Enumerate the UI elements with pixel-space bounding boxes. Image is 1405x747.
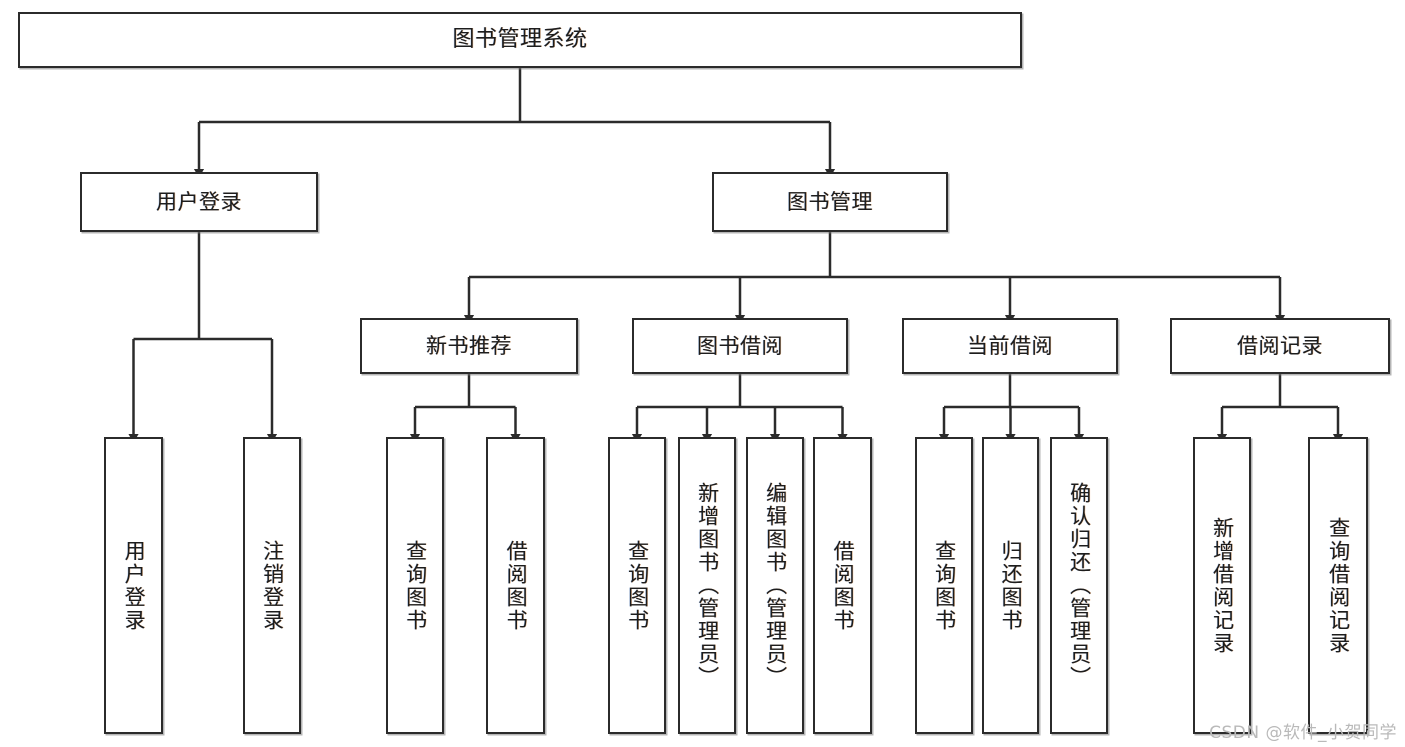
node-label: 查询图书: [625, 539, 650, 632]
node-l-add[interactable]: 新增图书（管理员）: [678, 437, 736, 734]
node-l-edit[interactable]: 编辑图书（管理员）: [746, 437, 804, 734]
node-label: 新增借阅记录: [1210, 516, 1235, 655]
node-l-addrec[interactable]: 新增借阅记录: [1193, 437, 1251, 734]
node-label: 归还图书: [999, 539, 1024, 632]
node-l-q2[interactable]: 查询图书: [608, 437, 666, 734]
node-records[interactable]: 借阅记录: [1170, 318, 1390, 374]
node-label: 查询借阅记录: [1326, 516, 1351, 655]
node-label: 借阅记录: [1237, 333, 1323, 358]
node-l-b2[interactable]: 借阅图书: [813, 437, 872, 734]
node-l-login[interactable]: 用户登录: [104, 437, 163, 734]
node-label: 新书推荐: [426, 333, 512, 358]
node-l-q1[interactable]: 查询图书: [386, 437, 444, 734]
node-label: 图书管理: [787, 189, 873, 214]
node-l-confirm[interactable]: 确认归还（管理员）: [1050, 437, 1108, 734]
node-label: 用户登录: [156, 189, 242, 214]
node-borrow[interactable]: 图书借阅: [632, 318, 848, 374]
watermark-label: CSDN @软件_小贺同学: [1209, 723, 1397, 743]
node-label: 查询图书: [403, 539, 428, 632]
node-label: 确认归还（管理员）: [1067, 482, 1092, 689]
node-l-logout[interactable]: 注销登录: [243, 437, 301, 734]
node-login[interactable]: 用户登录: [80, 172, 318, 232]
node-label: 查询图书: [932, 539, 957, 632]
node-l-return[interactable]: 归还图书: [982, 437, 1039, 734]
node-current[interactable]: 当前借阅: [902, 318, 1118, 374]
node-label: 新增图书（管理员）: [695, 482, 720, 689]
node-label: 当前借阅: [967, 333, 1053, 358]
node-label: 用户登录: [122, 539, 147, 632]
edge-paths: [128, 68, 1344, 443]
node-l-q3[interactable]: 查询图书: [915, 437, 973, 734]
node-label: 借阅图书: [504, 539, 529, 632]
node-label: 图书借阅: [697, 333, 783, 358]
node-label: 借阅图书: [831, 539, 856, 632]
node-label: 注销登录: [260, 539, 285, 632]
node-label: 图书管理系统: [452, 27, 588, 53]
node-newbook[interactable]: 新书推荐: [360, 318, 578, 374]
node-root[interactable]: 图书管理系统: [18, 12, 1022, 68]
node-label: 编辑图书（管理员）: [763, 482, 788, 689]
node-bookmgmt[interactable]: 图书管理: [712, 172, 948, 232]
node-l-b1[interactable]: 借阅图书: [486, 437, 545, 734]
node-l-qrec[interactable]: 查询借阅记录: [1308, 437, 1368, 734]
